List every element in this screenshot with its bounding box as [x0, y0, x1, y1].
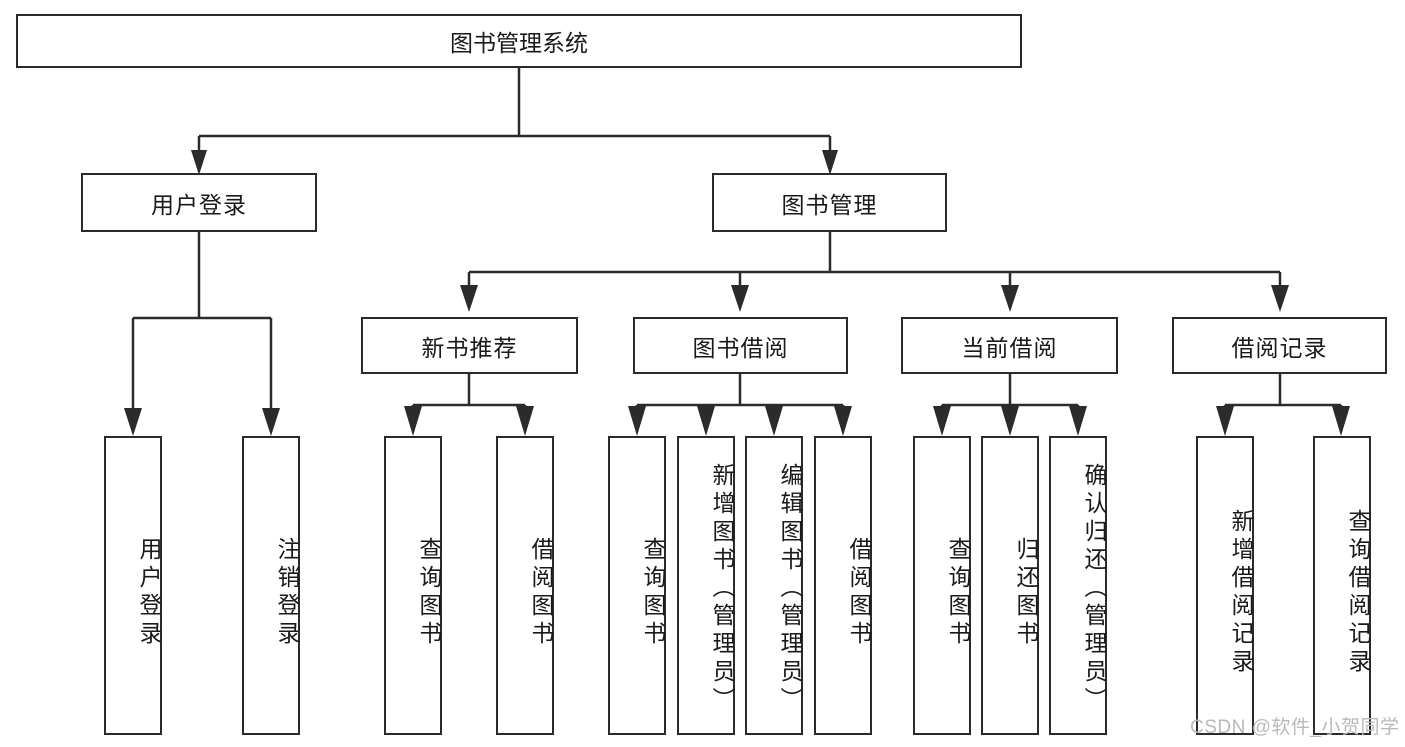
- node-label: 查询图书: [640, 536, 666, 649]
- node-label: 查询图书: [416, 536, 442, 649]
- leaf-user-login-login[interactable]: 用户登录: [104, 436, 162, 735]
- node-label: 注销登录: [274, 536, 300, 649]
- node-label: 用户登录: [136, 536, 162, 649]
- node-borrow-records[interactable]: 借阅记录: [1172, 317, 1387, 374]
- node-label: 借阅记录: [1231, 334, 1328, 361]
- leaf-current-confirm-return-admin[interactable]: 确认归还（管理员）: [1049, 436, 1107, 735]
- leaf-borrow-edit-book-admin[interactable]: 编辑图书（管理员）: [745, 436, 803, 735]
- node-label: 查询借阅记录: [1345, 508, 1371, 677]
- node-book-borrowing[interactable]: 图书借阅: [633, 317, 848, 374]
- leaf-record-query-borrow-record[interactable]: 查询借阅记录: [1313, 436, 1371, 735]
- node-label: 图书管理: [781, 191, 878, 218]
- node-label: 新增借阅记录: [1228, 508, 1254, 677]
- node-root-book-management-system[interactable]: 图书管理系统: [16, 14, 1022, 68]
- leaf-borrow-add-book-admin[interactable]: 新增图书（管理员）: [677, 436, 735, 735]
- node-label: 确认归还（管理员）: [1081, 462, 1107, 715]
- node-label: 新书推荐: [421, 334, 518, 361]
- leaf-record-add-borrow-record[interactable]: 新增借阅记录: [1196, 436, 1254, 735]
- leaf-current-return-books[interactable]: 归还图书: [981, 436, 1039, 735]
- node-label: 借阅图书: [846, 536, 872, 649]
- node-label: 借阅图书: [528, 536, 554, 649]
- node-label: 查询图书: [945, 536, 971, 649]
- node-current-borrowing[interactable]: 当前借阅: [901, 317, 1118, 374]
- node-user-login[interactable]: 用户登录: [81, 173, 317, 232]
- node-label: 新增图书（管理员）: [709, 462, 735, 715]
- leaf-new-book-borrow-books[interactable]: 借阅图书: [496, 436, 554, 735]
- csdn-watermark: CSDN @软件_小贺同学: [1190, 717, 1400, 738]
- leaf-borrow-query-books[interactable]: 查询图书: [608, 436, 666, 735]
- node-label: 用户登录: [151, 191, 247, 218]
- leaf-new-book-query-books[interactable]: 查询图书: [384, 436, 442, 735]
- node-label: 当前借阅: [961, 334, 1058, 361]
- node-book-management[interactable]: 图书管理: [712, 173, 947, 232]
- node-label: 图书借阅: [692, 334, 789, 361]
- node-new-book-recommendation[interactable]: 新书推荐: [361, 317, 578, 374]
- leaf-user-login-logout[interactable]: 注销登录: [242, 436, 300, 735]
- node-label: 归还图书: [1013, 536, 1039, 649]
- leaf-current-query-books[interactable]: 查询图书: [913, 436, 971, 735]
- leaf-borrow-borrow-books[interactable]: 借阅图书: [814, 436, 872, 735]
- node-label: 编辑图书（管理员）: [777, 462, 803, 715]
- node-label: 图书管理系统: [450, 30, 588, 56]
